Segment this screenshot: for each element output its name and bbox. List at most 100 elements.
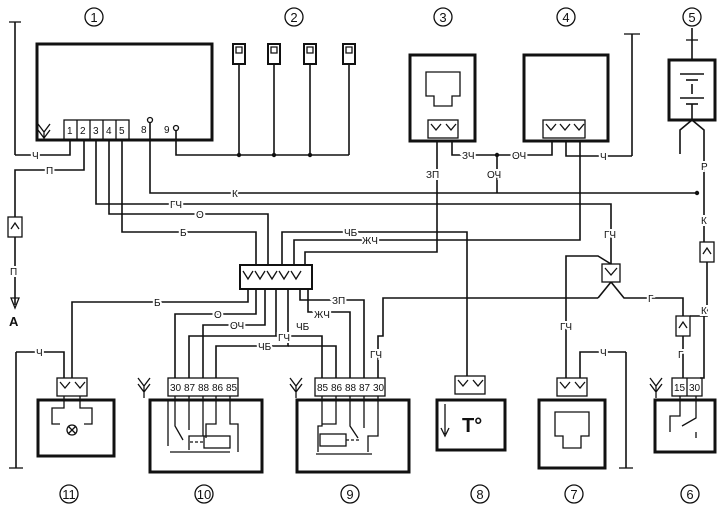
svg-text:10: 10 — [197, 487, 211, 502]
svg-text:T°: T° — [462, 415, 482, 437]
relay-10: 30 87 88 86 85 — [137, 377, 264, 474]
svg-text:1: 1 — [90, 10, 97, 25]
svg-text:9: 9 — [346, 487, 353, 502]
svg-text:8: 8 — [476, 487, 483, 502]
relay-9: 85 86 88 87 30 — [289, 377, 411, 474]
wire-label-k-2: К — [701, 216, 707, 227]
svg-text:30: 30 — [373, 383, 385, 394]
svg-text:85: 85 — [226, 383, 238, 394]
injector-connectors — [232, 43, 356, 158]
double-connector-gch — [601, 263, 621, 283]
wire-labels: Ч П П A К ГЧ О Б ЧБ ЖЧ ЗП ЗЧ ОЧ ОЧ Ч Р К… — [8, 149, 710, 363]
svg-text:30: 30 — [170, 383, 182, 394]
sensor-3 — [408, 53, 477, 143]
svg-text:6: 6 — [686, 487, 693, 502]
svg-text:86: 86 — [331, 383, 343, 394]
supply-pole-7 — [619, 352, 633, 469]
component-number-11: 11 — [59, 484, 79, 504]
wires — [10, 119, 708, 379]
supply-pole-11 — [9, 352, 23, 469]
wire-label-p: П — [46, 166, 53, 177]
svg-text:86: 86 — [212, 383, 224, 394]
wire-label-p-fuse: П — [10, 267, 17, 278]
wire-label-och-3: ОЧ — [230, 321, 244, 332]
ecu-pin-3: 3 — [93, 126, 99, 137]
svg-text:11: 11 — [62, 487, 76, 502]
pump-7 — [537, 377, 607, 470]
fuse-g — [675, 315, 691, 337]
wire-label-zp-2: ЗП — [332, 296, 345, 307]
wire-label-gch-4: ГЧ — [278, 333, 290, 344]
component-number-9: 9 — [340, 484, 360, 504]
fuse-k — [699, 241, 715, 263]
wire-label-o: О — [196, 210, 204, 221]
ecu-pin-4: 4 — [106, 126, 112, 137]
svg-text:15: 15 — [674, 383, 686, 394]
wire-label-k: К — [232, 189, 238, 200]
component-number-5: 5 — [682, 7, 702, 27]
wire-label-zp: ЗП — [426, 170, 439, 181]
wire-label-g-2: Г — [678, 350, 684, 361]
svg-text:30: 30 — [689, 383, 701, 394]
wire-label-chb: ЧБ — [344, 228, 358, 239]
wire-label-chb-2: ЧБ — [258, 342, 272, 353]
ground-arrow-icon — [289, 377, 303, 398]
wire-label-ch-11: Ч — [36, 348, 43, 359]
component-number-8: 8 — [470, 484, 490, 504]
terminal-a-label: A — [9, 314, 19, 329]
supply-pole-4 — [624, 33, 640, 156]
component-number-2: 2 — [284, 7, 304, 27]
wire-label-ch: Ч — [32, 151, 39, 162]
svg-text:88: 88 — [198, 383, 210, 394]
wire-label-zhch: ЖЧ — [362, 236, 378, 247]
wire-label-och-2: ОЧ — [487, 170, 501, 181]
svg-text:2: 2 — [290, 10, 297, 25]
wire-label-zch: ЗЧ — [462, 151, 475, 162]
wire-label-chb-3: ЧБ — [296, 322, 310, 333]
fuse-p — [7, 216, 23, 238]
wire-label-ch-7: Ч — [600, 348, 607, 359]
wire-label-b-2: Б — [154, 298, 161, 309]
component-number-4: 4 — [556, 7, 576, 27]
wire-label-r: Р — [701, 162, 708, 173]
svg-text:87: 87 — [359, 383, 371, 394]
ground-arrow-icon — [649, 377, 663, 398]
ecu-pin-1: 1 — [67, 126, 73, 137]
wire-label-ch-4: Ч — [600, 152, 607, 163]
module-4 — [522, 53, 610, 143]
ecu-pin-5: 5 — [119, 126, 125, 137]
ecu-pin-8: 8 — [141, 125, 147, 136]
component-number-10: 10 — [194, 484, 214, 504]
wire-label-o-2: О — [214, 310, 222, 321]
svg-text:7: 7 — [570, 487, 577, 502]
temperature-sensor-8: T° — [435, 375, 507, 452]
svg-text:85: 85 — [317, 383, 329, 394]
supply-pole-left — [9, 21, 21, 155]
battery-5 — [667, 28, 717, 122]
component-number-6: 6 — [680, 484, 700, 504]
svg-text:5: 5 — [688, 10, 695, 25]
svg-text:3: 3 — [439, 10, 446, 25]
svg-text:87: 87 — [184, 383, 196, 394]
component-number-1: 1 — [84, 7, 104, 27]
wire-label-gch: ГЧ — [170, 200, 182, 211]
wire-label-g: Г — [648, 294, 654, 305]
lamp-11 — [36, 377, 116, 458]
wire-label-gch-5: ГЧ — [370, 350, 382, 361]
switch-6: 15 30 — [649, 377, 717, 454]
wire-label-k-3: К — [701, 306, 707, 317]
component-number-7: 7 — [564, 484, 584, 504]
wire-label-b: Б — [180, 228, 187, 239]
central-connector — [239, 264, 313, 290]
wire-label-och: ОЧ — [512, 151, 526, 162]
ecu-pin-9: 9 — [164, 125, 170, 136]
wire-label-gch-2: ГЧ — [604, 230, 616, 241]
svg-text:4: 4 — [562, 10, 569, 25]
ecu-block: 1 2 3 4 5 8 9 — [35, 42, 214, 142]
ground-arrow-icon — [137, 377, 151, 398]
wire-label-zhch-2: ЖЧ — [314, 310, 330, 321]
ground-arrow-icon — [37, 123, 51, 140]
component-number-3: 3 — [433, 7, 453, 27]
svg-text:88: 88 — [345, 383, 357, 394]
